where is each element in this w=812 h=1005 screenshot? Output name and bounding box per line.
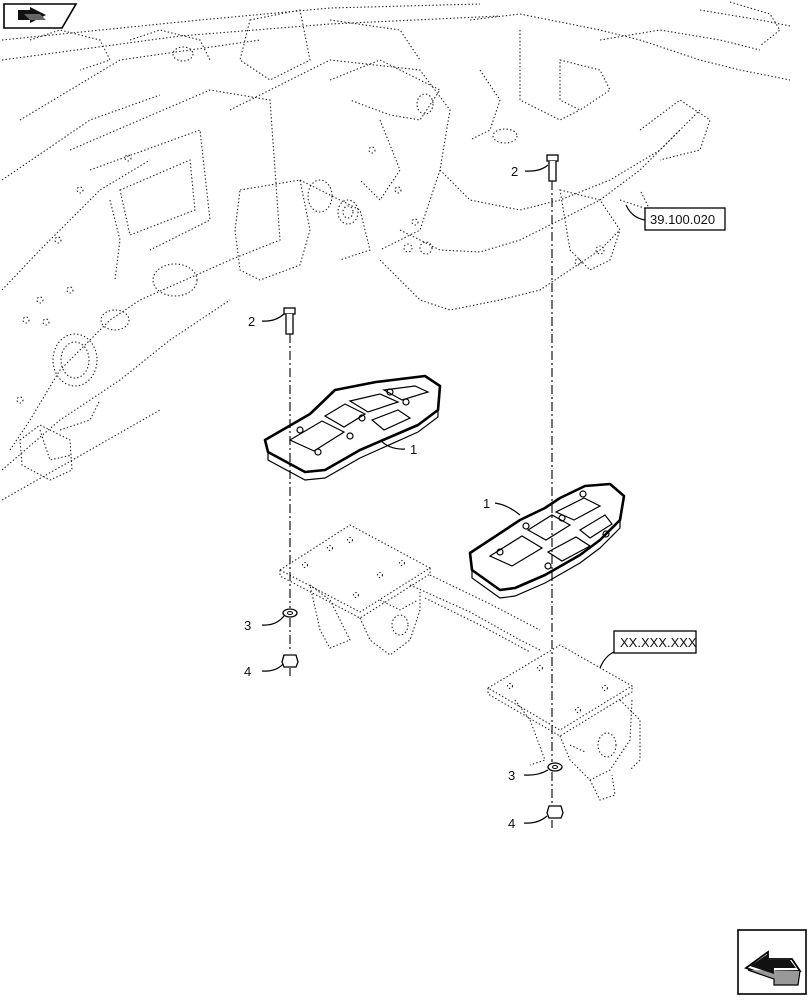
support-beam-background: [278, 524, 641, 801]
support-reference-label: XX.XXX.XXX: [620, 635, 697, 650]
next-section-arrow-icon[interactable]: [737, 929, 807, 995]
callout-bolt-left: 2: [248, 314, 255, 329]
callout-washer-left: 3: [244, 618, 251, 633]
callout-footstep-right: 1: [483, 496, 490, 511]
washer-left: [282, 608, 298, 618]
leader-lines: [261, 164, 646, 824]
nut-left: [281, 654, 299, 668]
chassis-frame-background: [1, 1, 791, 501]
callout-footstep-left: 1: [410, 442, 417, 457]
callout-nut-left: 4: [244, 664, 251, 679]
bolt-right: [546, 154, 559, 182]
washer-right: [547, 762, 563, 772]
bolt-left: [283, 307, 296, 335]
previous-section-arrow-icon[interactable]: [3, 3, 78, 29]
assembly-axis-lines: [289, 181, 553, 828]
footstep-left: [263, 374, 442, 481]
footstep-right: [468, 482, 626, 599]
callout-washer-right: 3: [508, 768, 515, 783]
callout-nut-right: 4: [508, 816, 515, 831]
frame-reference-link[interactable]: 39.100.020: [644, 207, 726, 231]
support-reference-link[interactable]: XX.XXX.XXX: [613, 630, 697, 654]
callout-bolt-right: 2: [511, 164, 518, 179]
nut-right: [546, 805, 564, 819]
frame-reference-label: 39.100.020: [650, 212, 715, 227]
